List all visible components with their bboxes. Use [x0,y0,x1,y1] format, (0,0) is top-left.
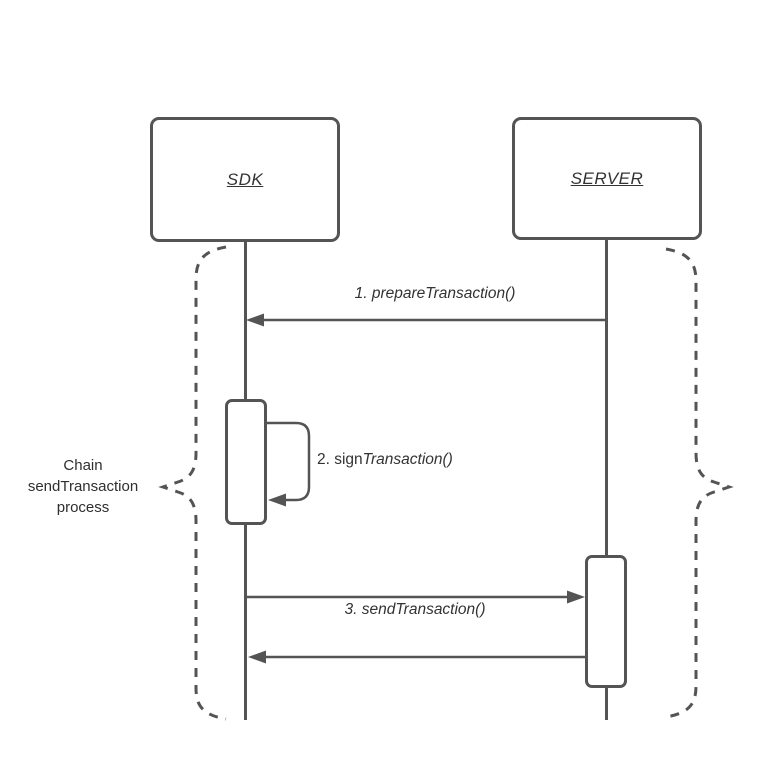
annotation-line-1: Chain [63,457,103,474]
self-call-arrowhead-icon [268,493,286,507]
actor-label-sdk: SDK [226,169,264,189]
message-2-label-normal-part: 2. sign [317,451,363,468]
message-2-label-italic-part: Transaction() [362,451,453,468]
message-1-label: 1. prepareTransaction() [354,285,516,302]
actor-box-sdk: SDK [150,117,340,242]
return-arrowhead-left-icon [248,650,266,664]
activation-bar-sdk [225,399,267,525]
actor-label-server: SERVER [570,168,644,188]
self-call-loop [266,421,311,502]
message-3-arrowhead-right-icon [567,590,585,604]
left-curly-brace [158,245,227,721]
process-annotation: Chain sendTransaction process [18,455,148,518]
message-1-arrowhead-left-icon [246,313,264,327]
actor-box-server: SERVER [512,117,702,240]
right-curly-brace [665,247,734,719]
activation-bar-server [585,555,627,688]
annotation-line-2: sendTransaction [27,478,139,495]
message-3-label: 3. sendTransaction() [344,601,486,618]
annotation-line-3: process [56,499,110,516]
message-2-label: 2. signTransaction() [317,451,453,469]
